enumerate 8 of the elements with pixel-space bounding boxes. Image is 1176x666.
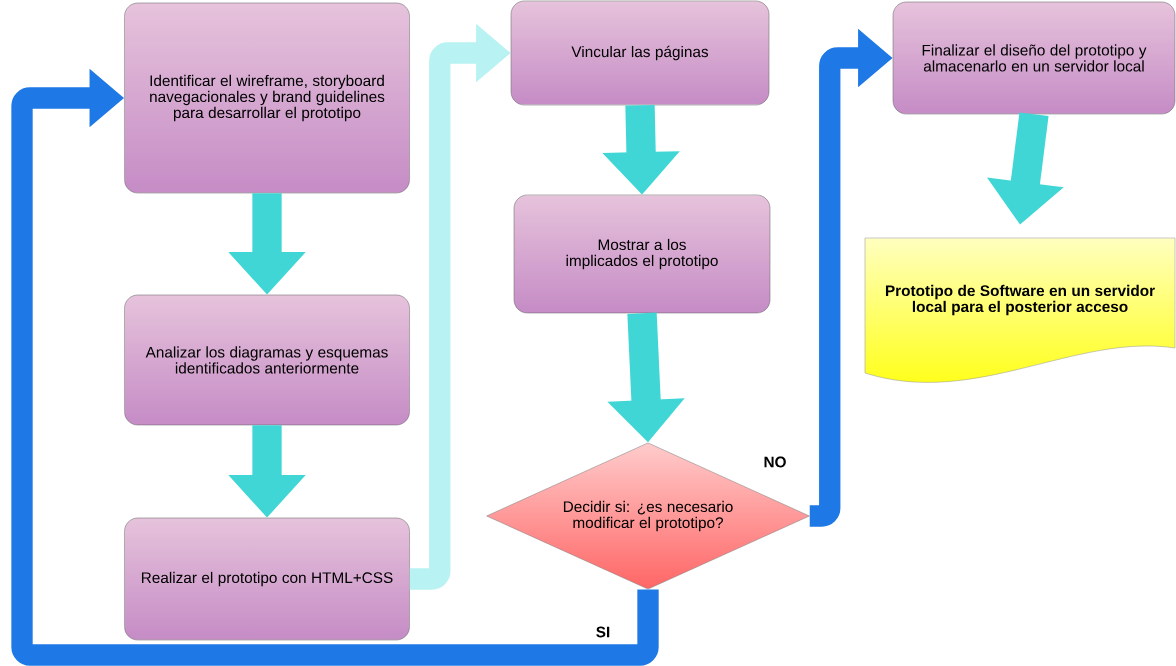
process-box: Realizar el prototipo con HTML+CSS (124, 517, 410, 641)
process-box: Analizar los diagramas y esquemas identificados anteriormente (124, 294, 410, 426)
process-box: Mostrar a los implicados el prototipo (513, 194, 771, 314)
process-box: Vincular las páginas (510, 0, 770, 106)
process-box: Finalizar el diseño del prototipo y almacenarlo en un servidor local (892, 1, 1176, 115)
edge-label: SI (594, 625, 612, 639)
process-box: Identificar el wireframe, storyboard navegacionales y brand guidelines para desarrollar el prototipo (124, 2, 410, 194)
edge-label: NO (762, 455, 788, 469)
